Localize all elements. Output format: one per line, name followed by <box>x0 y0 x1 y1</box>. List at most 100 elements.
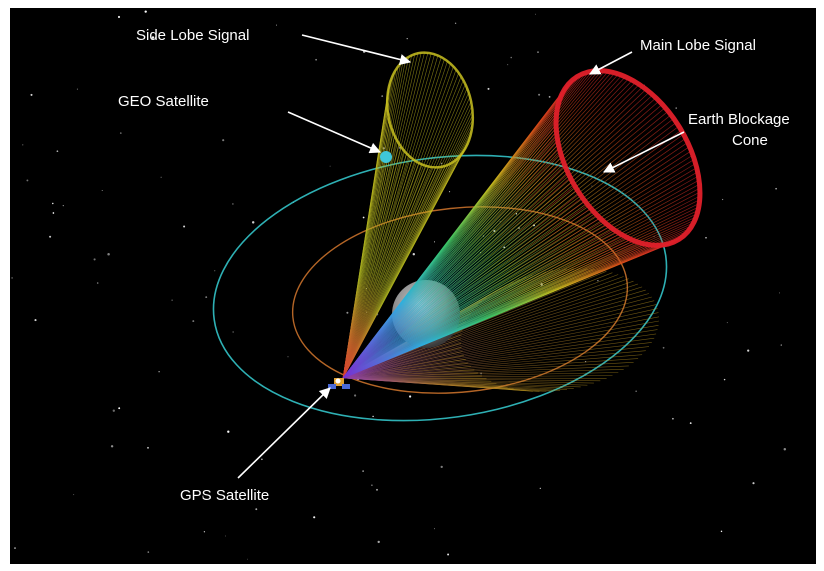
star <box>222 139 225 142</box>
signal-ray <box>342 231 617 379</box>
signal-ray <box>342 211 594 379</box>
gps-satellite-label: GPS Satellite <box>180 487 269 504</box>
geo-orbit <box>212 154 668 422</box>
geo-satellite-icon <box>380 151 392 163</box>
gps-satellite-icon <box>328 378 350 389</box>
star <box>783 448 787 451</box>
signal-ray <box>342 162 452 379</box>
star <box>721 198 724 201</box>
signal-ray <box>342 133 684 379</box>
star <box>112 409 115 412</box>
signal-ray <box>342 320 660 379</box>
star <box>52 202 54 205</box>
star <box>377 540 380 544</box>
signal-ray <box>342 308 658 379</box>
signal-ray <box>342 204 589 379</box>
signal-ray <box>342 354 643 379</box>
star <box>689 422 692 425</box>
star <box>675 107 677 109</box>
signal-ray <box>342 280 634 379</box>
signal-ray <box>342 66 454 379</box>
signal-ray <box>342 92 469 379</box>
star <box>247 558 249 560</box>
star <box>158 371 160 373</box>
signal-ray <box>342 54 435 379</box>
star <box>535 13 536 15</box>
signal-ray <box>342 88 468 379</box>
signal-ray <box>342 240 635 379</box>
signal-ray <box>342 53 419 379</box>
star <box>205 296 208 299</box>
signal-ray <box>342 114 672 379</box>
signal-ray <box>342 52 429 379</box>
star <box>146 30 148 32</box>
signal-ray <box>342 72 616 379</box>
signal-ray <box>342 91 650 379</box>
signal-ray <box>342 89 647 379</box>
main-lobe-label: Main Lobe Signal <box>640 37 756 54</box>
star <box>144 10 147 13</box>
star <box>232 331 234 333</box>
signal-ray <box>342 316 660 379</box>
signal-ray <box>342 63 401 379</box>
signal-ray <box>342 296 652 379</box>
signal-ray <box>342 55 412 379</box>
signal-ray <box>342 377 487 380</box>
signal-ray <box>342 214 598 379</box>
star <box>147 446 149 449</box>
signal-ray <box>342 58 407 379</box>
side-lobe-rim <box>385 51 475 169</box>
signal-ray <box>342 166 443 379</box>
signal-ray <box>342 97 657 379</box>
star <box>313 516 316 519</box>
signal-ray <box>342 223 607 379</box>
signal-ray <box>342 54 416 379</box>
star <box>376 488 378 491</box>
star <box>315 58 317 61</box>
signal-ray <box>342 355 464 379</box>
signal-ray <box>342 197 583 379</box>
star <box>147 551 150 553</box>
signal-ray <box>342 167 697 379</box>
signal-ray <box>342 52 425 379</box>
signal-ray <box>342 104 663 379</box>
signal-ray <box>342 333 657 379</box>
signal-ray <box>342 377 492 382</box>
signal-ray <box>342 63 451 379</box>
star <box>726 322 728 324</box>
star <box>372 415 374 418</box>
gps-orbit <box>291 206 629 394</box>
signal-ray <box>342 52 422 379</box>
signal-ray <box>342 70 596 379</box>
signal-ray <box>342 73 619 379</box>
star <box>499 220 501 222</box>
star <box>487 87 490 90</box>
star <box>26 179 29 182</box>
star <box>662 346 665 349</box>
signal-ray <box>342 76 462 379</box>
star <box>510 56 512 59</box>
signal-ray <box>342 220 604 379</box>
signal-ray <box>342 325 659 379</box>
star <box>346 311 349 314</box>
star <box>705 237 707 239</box>
star <box>362 470 364 472</box>
earth-blockage-label-line1: Earth Blockage <box>688 111 790 128</box>
star <box>203 531 206 533</box>
star <box>775 187 777 190</box>
signal-ray <box>342 164 449 379</box>
star <box>255 508 258 511</box>
signal-ray <box>342 286 643 379</box>
signal-ray <box>342 58 445 379</box>
star <box>93 258 96 261</box>
signal-ray <box>342 377 502 386</box>
signal-ray <box>342 208 591 379</box>
star <box>56 150 59 153</box>
star <box>11 277 13 279</box>
star <box>160 176 162 178</box>
signal-ray <box>342 304 657 379</box>
star <box>49 235 52 238</box>
star <box>73 494 75 496</box>
star <box>183 225 186 228</box>
